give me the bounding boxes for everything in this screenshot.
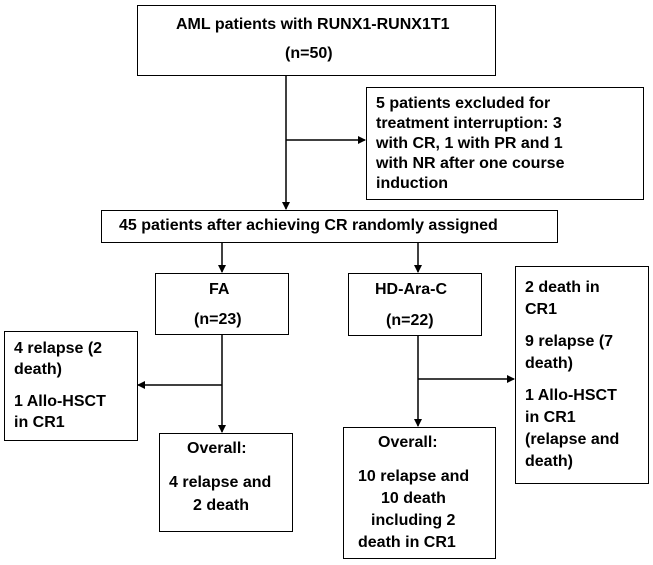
box-fa-overall: Overall: 4 relapse and 2 death bbox=[159, 433, 293, 532]
box-hd-events: 2 death in CR1 9 relapse (7 death) 1 All… bbox=[515, 266, 649, 484]
box-hd-events-line: 2 death in bbox=[525, 279, 600, 296]
box-excluded: 5 patients excluded for treatment interr… bbox=[366, 87, 644, 200]
box-excluded-line: with CR, 1 with PR and 1 bbox=[376, 135, 563, 152]
box-hd-events-line: 1 Allo-HSCT bbox=[525, 387, 617, 404]
box-fa-events-line: 1 Allo-HSCT bbox=[14, 393, 106, 410]
box-excluded-line: 5 patients excluded for bbox=[376, 95, 551, 112]
box-all-patients-count: (n=50) bbox=[285, 45, 333, 62]
box-hd-overall-line: 10 death bbox=[381, 490, 446, 507]
box-hd-overall-line: Overall: bbox=[378, 434, 438, 451]
box-hd-count: (n=22) bbox=[386, 312, 434, 329]
box-randomized-text: 45 patients after achieving CR randomly … bbox=[119, 217, 498, 234]
box-hd-events-line: death) bbox=[525, 355, 573, 372]
box-hd-overall: Overall: 10 relapse and 10 death includi… bbox=[343, 427, 496, 559]
box-all-patients: AML patients with RUNX1-RUNX1T1 (n=50) bbox=[137, 5, 496, 76]
box-fa-events: 4 relapse (2 death) 1 Allo-HSCT in CR1 bbox=[4, 331, 138, 441]
box-fa-events-line: 4 relapse (2 bbox=[14, 340, 103, 357]
box-fa-overall-line: 2 death bbox=[193, 497, 250, 514]
box-hd-events-line: 9 relapse (7 bbox=[525, 333, 614, 350]
box-hd-ara-c-arm: HD-Ara-C (n=22) bbox=[348, 273, 482, 336]
box-fa-count: (n=23) bbox=[194, 311, 242, 328]
box-fa-arm: FA (n=23) bbox=[155, 273, 289, 335]
box-hd-label: HD-Ara-C bbox=[375, 281, 447, 298]
box-hd-events-line: CR1 bbox=[525, 301, 558, 318]
box-randomized: 45 patients after achieving CR randomly … bbox=[101, 210, 558, 243]
box-fa-overall-line: Overall: bbox=[187, 440, 247, 457]
box-hd-events-line: in CR1 bbox=[525, 409, 576, 426]
box-fa-overall-line: 4 relapse and bbox=[169, 474, 272, 491]
box-hd-events-line: (relapse and bbox=[525, 431, 620, 448]
box-hd-overall-line: including 2 bbox=[371, 512, 456, 529]
box-hd-overall-line: 10 relapse and bbox=[358, 468, 470, 485]
box-hd-overall-line: death in CR1 bbox=[358, 534, 456, 551]
box-fa-label: FA bbox=[209, 281, 230, 298]
box-excluded-line: treatment interruption: 3 bbox=[376, 115, 562, 132]
box-excluded-line: induction bbox=[376, 175, 448, 192]
box-excluded-line: with NR after one course bbox=[376, 155, 565, 172]
box-fa-events-line: death) bbox=[14, 361, 62, 378]
box-hd-events-line: death) bbox=[525, 453, 573, 470]
box-all-patients-title: AML patients with RUNX1-RUNX1T1 bbox=[176, 16, 450, 33]
box-fa-events-line: in CR1 bbox=[14, 414, 65, 431]
